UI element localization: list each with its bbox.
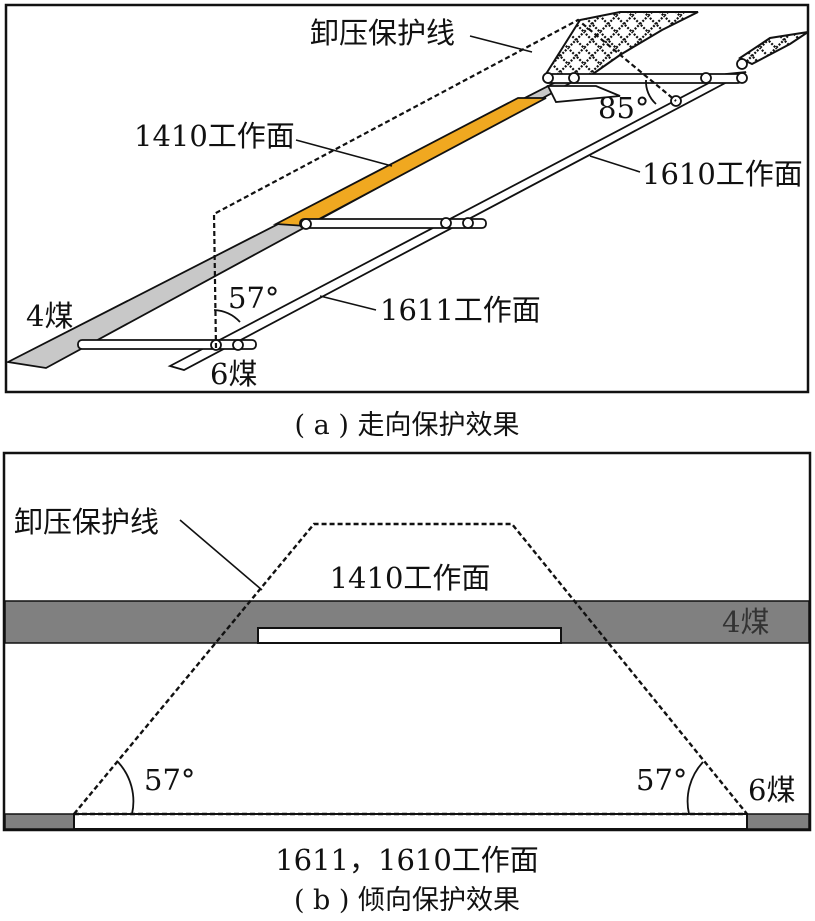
- leader-line-b: [179, 519, 263, 591]
- pressure-relief-line-b: [73, 522, 748, 815]
- working-face-1611-1610-b: [73, 813, 748, 830]
- angle-arc-right-b: [686, 761, 704, 815]
- label-angle-right-b: 57°: [636, 763, 687, 797]
- label-face-1610: 1610工作面: [642, 157, 803, 191]
- roadway-middle: [299, 218, 487, 229]
- label-angle-85-a: 85°: [598, 91, 649, 125]
- panel-b: 卸压保护线 1410工作面 4煤 6煤 57° 57°: [2, 451, 812, 832]
- working-face-1410: [272, 97, 547, 227]
- label-coal-4-b: 4煤: [722, 605, 769, 639]
- label-face-1410-b: 1410工作面: [330, 561, 491, 595]
- pressure-relief-line-a: [212, 18, 677, 349]
- label-angle-left-b: 57°: [144, 763, 195, 797]
- label-pressure-relief-line-b: 卸压保护线: [14, 505, 159, 539]
- caption-a: ( a ) 走向保护效果: [295, 410, 520, 441]
- panel-a-frame: [4, 3, 810, 394]
- label-coal-4-a: 4煤: [26, 299, 73, 333]
- label-face-1410-a: 1410工作面: [134, 119, 295, 153]
- panel-a: 卸压保护线 1410工作面 1610工作面 1611工作面 4煤 6煤 57° …: [4, 3, 810, 394]
- angle-arc-left-b: [117, 761, 135, 815]
- angle-arc-57-a: [213, 309, 241, 323]
- roadway-lower: [77, 339, 257, 350]
- angle-arc-85-a: [645, 79, 657, 105]
- caption-b: ( b ) 倾向保护效果: [294, 885, 520, 916]
- label-coal-6-b: 6煤: [748, 773, 795, 807]
- label-pressure-relief-line-a: 卸压保护线: [310, 16, 455, 50]
- label-coal-6-a: 6煤: [210, 357, 257, 391]
- roadways: [77, 58, 748, 351]
- label-face-1611: 1611工作面: [380, 293, 541, 327]
- working-face-1410-b: [257, 627, 562, 644]
- label-angle-57-a: 57°: [228, 281, 279, 315]
- roadway-upper-branch: [546, 85, 621, 103]
- leader-lines-a: [295, 35, 641, 311]
- hatched-slope-small: [738, 31, 809, 66]
- label-faces-bottom-b: 1611，1610工作面: [275, 843, 539, 877]
